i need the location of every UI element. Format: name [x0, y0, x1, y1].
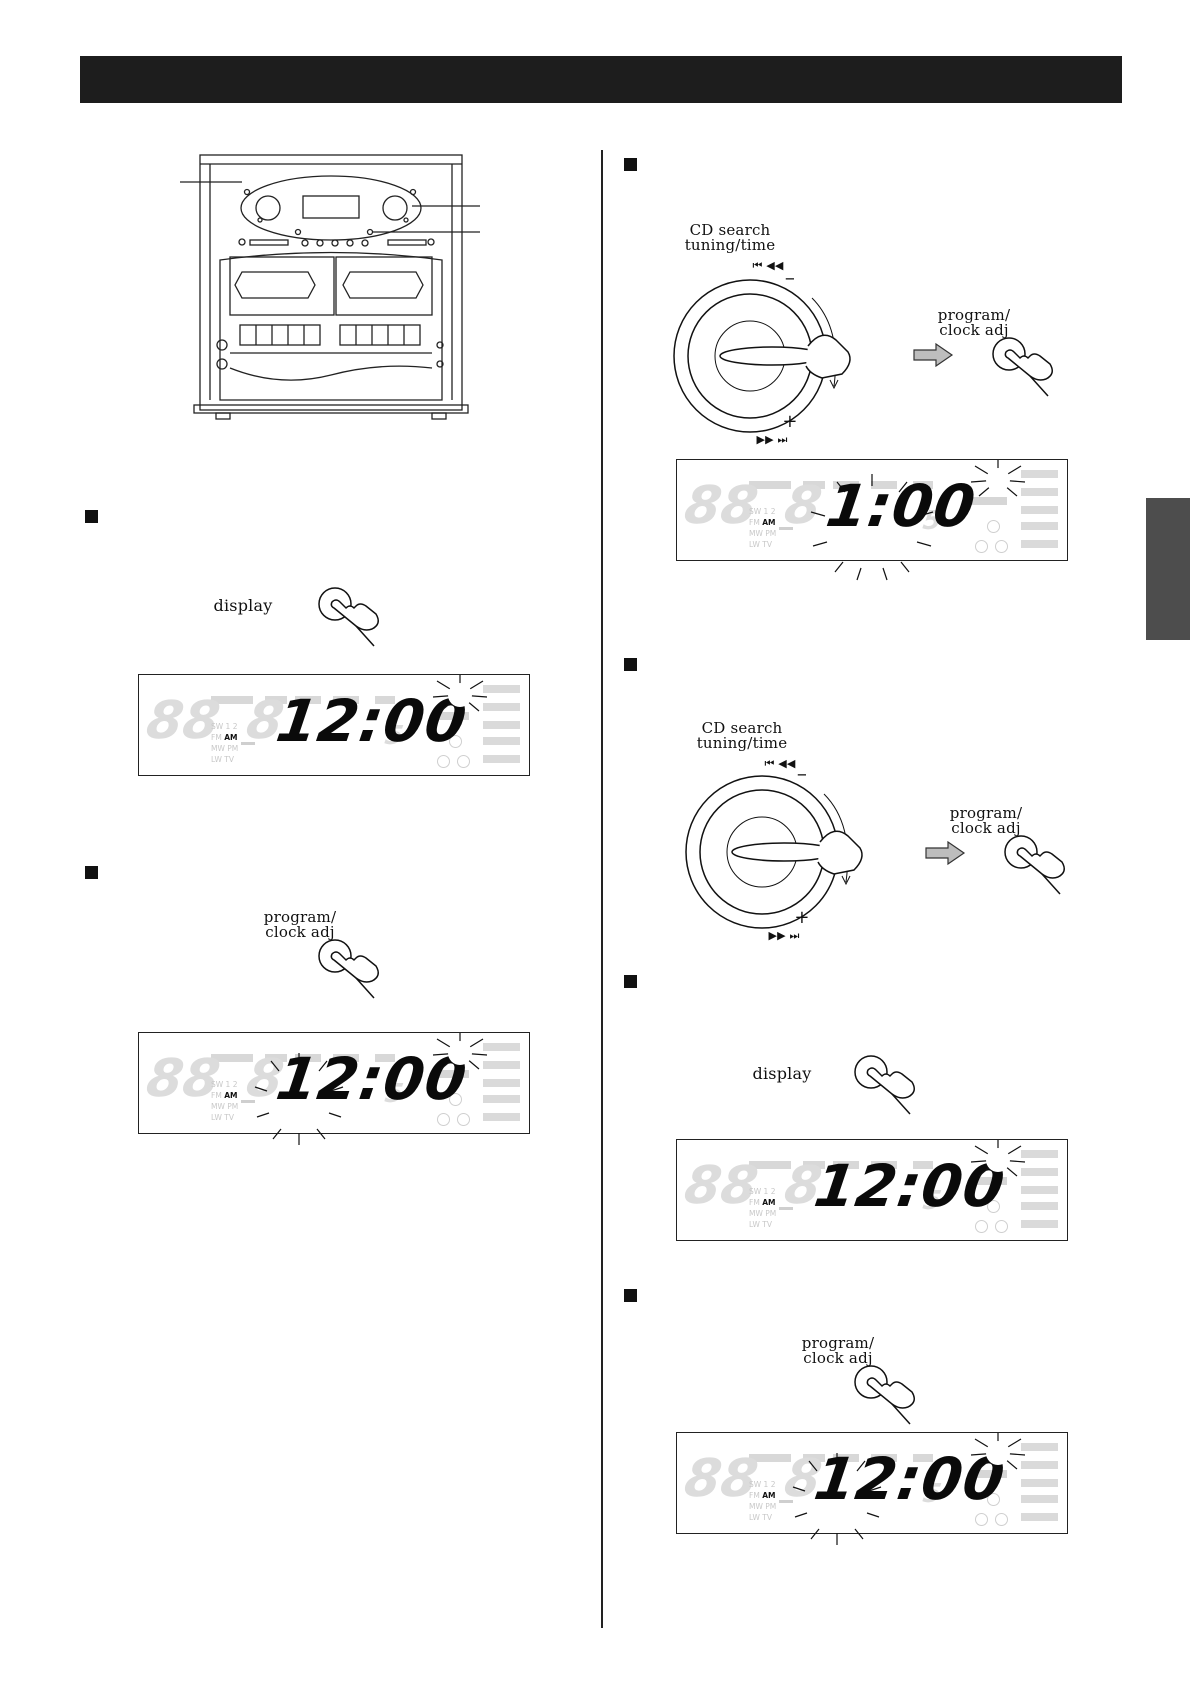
band-indicator: SW 1 2 FM AM MW PM LW TV: [749, 1187, 777, 1229]
step-marker: [624, 158, 637, 171]
timer-blink-icon: [432, 1033, 488, 1070]
skip-back-label: ⏮ ◀◀: [764, 757, 796, 770]
band-indicator: SW 1 2 FM AM MW PM LW TV: [211, 1080, 239, 1122]
timer-blink-icon: [970, 460, 1026, 497]
display-button-label: display: [213, 596, 273, 615]
lcd-display: 88 8 5 SW 1 2 FM AM MW PM LW TV 12:00: [138, 1032, 530, 1145]
program-clock-adj-press-icon[interactable]: [852, 1364, 926, 1430]
program-clock-adj-label: program/ clock adj: [937, 306, 1011, 339]
section-header-bar: [80, 56, 1122, 103]
skip-forward-label: ▶▶ ⏭: [756, 433, 788, 446]
band-indicator: SW 1 2 FM AM MW PM LW TV: [749, 507, 777, 549]
hour-blink-icon: [254, 1053, 344, 1145]
step-marker: [624, 1289, 637, 1302]
timer-blink-icon: [970, 1433, 1026, 1470]
display-button-label: display: [752, 1064, 812, 1083]
tuning-dial-icon[interactable]: [684, 774, 904, 930]
next-step-arrow-icon: [925, 840, 966, 866]
band-indicator: SW 1 2 FM AM MW PM LW TV: [211, 722, 239, 764]
timer-blink-icon: [970, 1140, 1026, 1177]
skip-back-label: ⏮ ◀◀: [752, 259, 784, 272]
program-clock-adj-press-icon[interactable]: [1002, 834, 1076, 900]
display-button-press-icon[interactable]: [852, 1054, 926, 1120]
skip-forward-label: ▶▶ ⏭: [768, 929, 800, 942]
lcd-display: 88 8 5 SW 1 2 FM AM MW PM LW TV 12:00: [138, 674, 530, 776]
lcd-display: 88 8 5 SW 1 2 FM AM MW PM LW TV 12:00: [676, 1432, 1068, 1545]
tuning-dial-icon[interactable]: [672, 278, 892, 434]
minus-label: –: [796, 761, 808, 785]
step-marker: [624, 658, 637, 671]
program-clock-adj-label: program/ clock adj: [801, 1334, 875, 1367]
display-button-press-icon[interactable]: [316, 586, 390, 652]
step-marker: [85, 866, 98, 879]
hour-blink-icon: [810, 474, 934, 581]
stereo-unit-illustration: [180, 154, 480, 420]
section-side-tab: [1146, 498, 1190, 640]
dial-label: CD search tuning/time: [696, 719, 788, 752]
dial-label: CD search tuning/time: [684, 221, 776, 254]
minus-label: –: [784, 265, 796, 289]
hour-blink-icon: [792, 1453, 882, 1545]
next-step-arrow-icon: [913, 342, 954, 368]
timer-blink-icon: [432, 675, 488, 712]
program-clock-adj-press-icon[interactable]: [990, 336, 1064, 402]
step-marker: [85, 510, 98, 523]
clock-time: 1:00: [822, 472, 981, 540]
band-indicator: SW 1 2 FM AM MW PM LW TV: [749, 1480, 777, 1522]
program-clock-adj-press-icon[interactable]: [316, 938, 390, 1004]
step-marker: [624, 975, 637, 988]
program-clock-adj-label: program/ clock adj: [949, 804, 1023, 837]
lcd-display: 88 8 5 SW 1 2 FM AM MW PM LW TV 1:00: [676, 459, 1068, 581]
lcd-display: 88 8 5 SW 1 2 FM AM MW PM LW TV 12:00: [676, 1139, 1068, 1241]
column-divider: [601, 150, 603, 1628]
program-clock-adj-label: program/ clock adj: [263, 908, 337, 941]
